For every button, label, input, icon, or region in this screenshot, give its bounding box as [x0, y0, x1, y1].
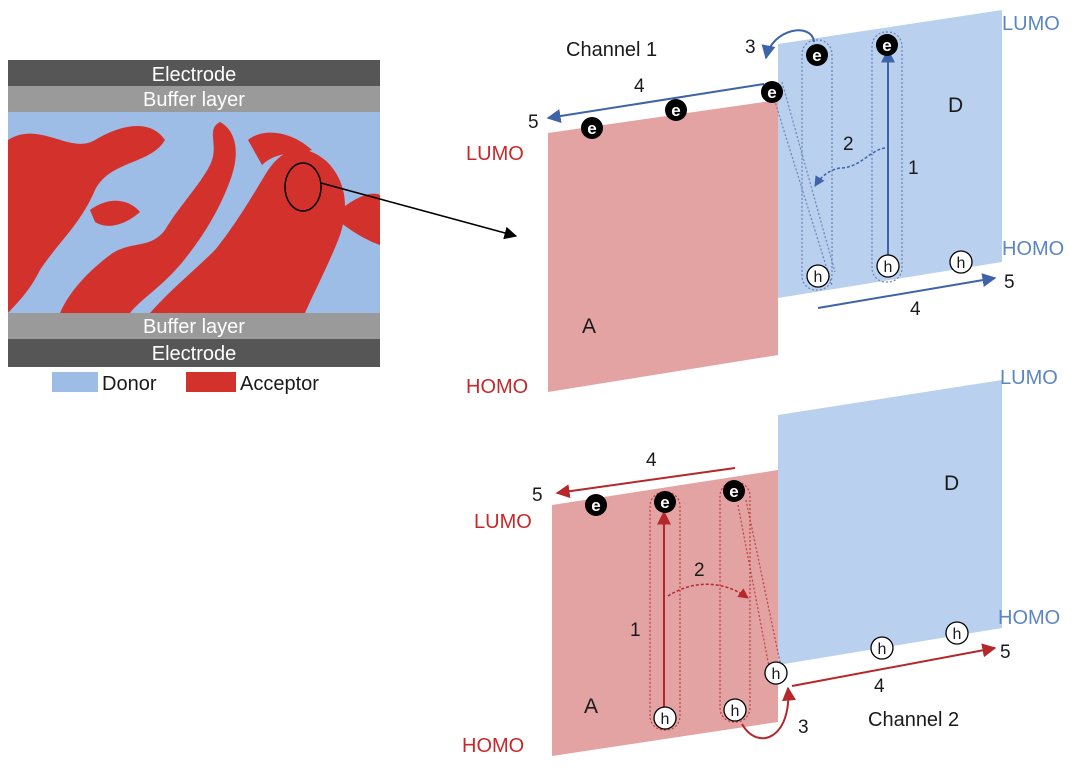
step-4-top-electron: 4 — [634, 76, 645, 97]
svg-text:h: h — [661, 711, 670, 728]
electrode-bottom — [8, 339, 380, 367]
acceptor-label-top: A — [582, 315, 596, 338]
legend-acceptor-label: Acceptor — [240, 373, 319, 395]
zoom-arrow — [320, 182, 518, 240]
channel-2-label: Channel 2 — [868, 709, 959, 731]
hole-bottom-4: h — [870, 636, 894, 660]
hole-top-1: h — [806, 264, 830, 288]
step-2-bottom: 2 — [694, 560, 705, 581]
electrode-bottom-label: Electrode — [152, 343, 237, 365]
transport-arrow-4-hole-bottom — [791, 643, 997, 687]
lumo-acceptor-top: LUMO — [466, 143, 524, 165]
buffer-layer-top — [8, 86, 380, 112]
diffusion-arrow-2-bottom — [667, 583, 749, 599]
channel-1-label: Channel 1 — [566, 39, 657, 61]
transport-arrow-4-hole — [817, 273, 997, 309]
electron-bottom-1: e — [585, 494, 607, 516]
svg-text:e: e — [882, 36, 891, 55]
homo-donor-top: HOMO — [1002, 238, 1064, 260]
svg-text:h: h — [884, 259, 893, 276]
channel-2-diagram: e e e h h h h h Channel 2 LUMO HOMO LUMO… — [462, 367, 1060, 757]
device-cross-section: Electrode Buffer layer Buffer layer Elec… — [8, 60, 518, 367]
homo-acceptor-top: HOMO — [466, 376, 528, 398]
hole-bottom-5: h — [945, 621, 969, 645]
electron-top-5: e — [876, 34, 898, 56]
legend-donor-label: Donor — [102, 373, 157, 395]
svg-text:e: e — [660, 493, 669, 512]
donor-panel-top — [778, 10, 1002, 298]
electrode-top-label: Electrode — [152, 64, 237, 86]
transfer-arrow-3-bottom — [741, 686, 796, 740]
buffer-layer-bottom-label: Buffer layer — [143, 316, 245, 338]
svg-text:h: h — [772, 666, 781, 683]
lumo-acceptor-bottom: LUMO — [474, 511, 532, 533]
step-4-bottom-hole: 4 — [874, 676, 885, 697]
svg-text:e: e — [729, 482, 738, 501]
step-3-top: 3 — [745, 37, 756, 58]
transfer-arrow-3 — [761, 29, 815, 60]
step-2-top: 2 — [843, 134, 854, 155]
hole-bottom-1: h — [653, 706, 677, 730]
acceptor-label-bottom: A — [584, 695, 598, 718]
legend: Donor Acceptor — [52, 372, 319, 395]
electron-bottom-3: e — [723, 480, 745, 502]
svg-text:h: h — [957, 255, 966, 272]
svg-text:h: h — [878, 641, 887, 658]
svg-text:h: h — [731, 703, 740, 720]
hole-bottom-3: h — [764, 661, 788, 685]
legend-acceptor-swatch — [186, 372, 236, 392]
svg-text:e: e — [767, 83, 776, 102]
svg-text:h: h — [953, 626, 962, 643]
homo-donor-bottom: HOMO — [998, 607, 1060, 629]
svg-text:e: e — [812, 46, 821, 65]
homo-acceptor-bottom: HOMO — [462, 735, 524, 757]
svg-text:h: h — [814, 269, 823, 286]
svg-text:e: e — [591, 496, 600, 515]
svg-text:e: e — [587, 119, 596, 138]
electrode-top — [8, 60, 380, 86]
step-4-top-hole: 4 — [910, 299, 921, 320]
step-5-bottom-left: 5 — [532, 485, 543, 506]
buffer-layer-bottom — [8, 313, 380, 339]
channel-1-diagram: e e e e e h h h Channel 1 LUMO HOMO LUMO… — [466, 10, 1064, 398]
donor-label-top: D — [948, 94, 963, 117]
transport-arrow-4-electron-bottom — [555, 467, 736, 499]
step-3-bottom: 3 — [798, 717, 809, 738]
step-5-top-left: 5 — [528, 112, 539, 133]
svg-text:e: e — [671, 101, 680, 120]
electron-bottom-2: e — [654, 491, 676, 513]
step-1-top: 1 — [908, 158, 919, 179]
hole-bottom-2: h — [723, 698, 747, 722]
step-1-bottom: 1 — [630, 620, 641, 641]
donor-panel-bottom — [778, 380, 1002, 665]
lumo-donor-bottom: LUMO — [1000, 367, 1058, 389]
electron-top-4: e — [806, 44, 828, 66]
hole-top-3: h — [949, 250, 973, 274]
step-4-bottom-electron: 4 — [646, 450, 657, 471]
legend-donor-swatch — [52, 372, 98, 392]
lumo-donor-top: LUMO — [1002, 13, 1060, 35]
hole-top-2: h — [876, 254, 900, 278]
acceptor-panel-top — [548, 100, 778, 392]
step-5-top-right: 5 — [1004, 272, 1015, 293]
electron-top-1: e — [581, 117, 603, 139]
electron-top-3: e — [761, 81, 783, 103]
electron-top-2: e — [665, 99, 687, 121]
zoom-ellipse — [284, 162, 322, 212]
acceptor-domains — [8, 122, 380, 313]
buffer-layer-top-label: Buffer layer — [143, 89, 245, 111]
donor-label-bottom: D — [944, 472, 959, 495]
transport-arrow-4-electron — [546, 83, 765, 123]
step-5-bottom-right: 5 — [1000, 642, 1011, 663]
